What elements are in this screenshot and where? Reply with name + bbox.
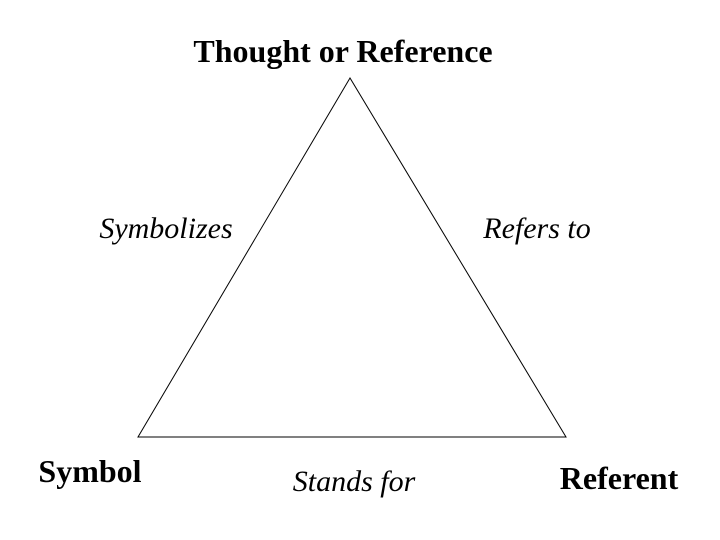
node-thought-or-reference: Thought or Reference: [193, 33, 492, 69]
node-referent: Referent: [560, 460, 679, 496]
edge-label-stands-for: Stands for: [293, 465, 416, 498]
edge-label-symbolizes: Symbolizes: [99, 212, 232, 245]
triangle-outline: [137, 77, 567, 438]
node-symbol: Symbol: [38, 453, 141, 489]
edge-label-refers-to: Refers to: [482, 212, 590, 245]
